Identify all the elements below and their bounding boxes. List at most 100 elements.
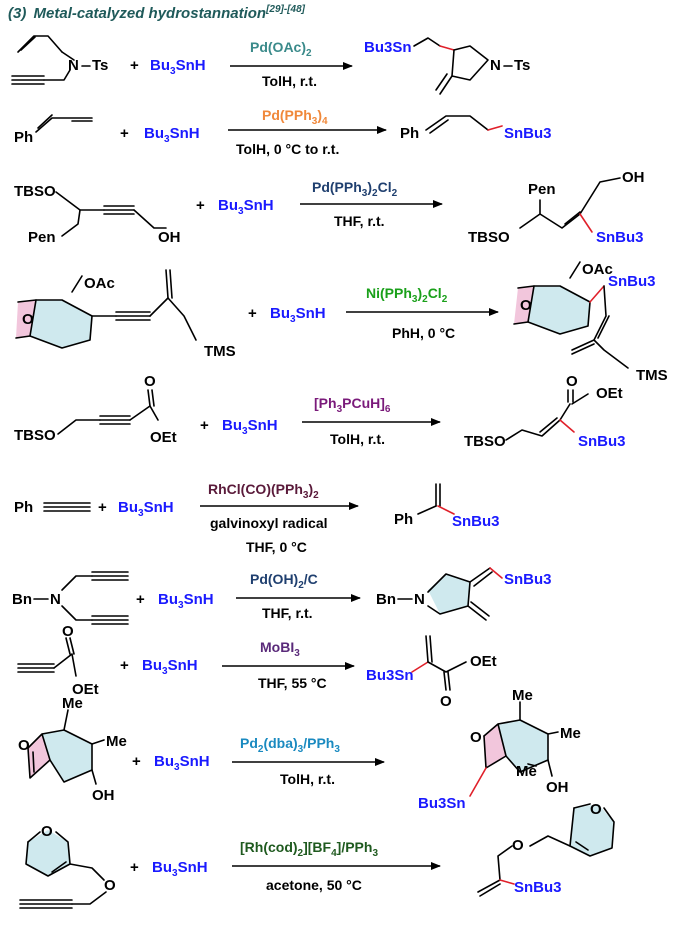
plus-sign: + — [248, 305, 257, 322]
plus-sign: + — [98, 499, 107, 516]
atom-label: Me — [106, 733, 127, 750]
reaction-row-9: Me O Me OH + Bu3SnH Pd2(dba)3/PPh3 TolH,… — [18, 687, 581, 812]
atom-label: Ph — [14, 499, 33, 516]
conditions-label: acetone, 50 °C — [266, 877, 362, 893]
ring-highlight — [428, 574, 470, 614]
catalyst-label: [Ph3PCuH]6 — [314, 395, 391, 415]
conditions-label: THF, 55 °C — [258, 675, 327, 691]
substrate-2: Ph — [14, 114, 93, 146]
tin-group-label: SnBu3 — [514, 879, 562, 896]
atom-label: Me — [516, 763, 537, 780]
ring-highlight — [528, 286, 590, 334]
atom-label: O — [440, 693, 452, 710]
product-1: Bu3Sn N Ts — [364, 37, 530, 95]
conditions-label: TolH, r.t. — [330, 431, 385, 447]
reaction-row-1: N Ts + Bu3SnH Pd(OAc)2 TolH, r.t. Bu3Sn … — [11, 35, 530, 95]
reaction-row-3: TBSO Pen OH + Bu3SnH Pd(PPh3)2Cl2 THF, r… — [14, 169, 645, 246]
catalyst-label: Pd(PPh3)2Cl2 — [312, 179, 398, 199]
reagent-bu3snh: Bu3SnH — [142, 657, 198, 677]
atom-label: TBSO — [468, 229, 510, 246]
atom-label: Bn — [12, 591, 32, 608]
plus-sign: + — [136, 591, 145, 608]
conditions-label: PhH, 0 °C — [392, 325, 455, 341]
reaction-row-2: Ph + Bu3SnH Pd(PPh3)4 TolH, 0 °C to r.t.… — [14, 107, 552, 157]
atom-label: O — [104, 877, 116, 894]
atom-label: TBSO — [14, 427, 56, 444]
catalyst-label: Pd2(dba)3/PPh3 — [240, 735, 340, 755]
atom-label: N — [414, 591, 425, 608]
catalyst-label: RhCl(CO)(PPh3)2 — [208, 481, 319, 501]
substrate-8: O OEt — [17, 623, 99, 698]
reagent-bu3snh: Bu3SnH — [270, 305, 326, 325]
ring-highlight — [26, 830, 70, 876]
reagent-bu3snh: Bu3SnH — [154, 753, 210, 773]
atom-label: Me — [560, 725, 581, 742]
plus-sign: + — [200, 417, 209, 434]
substrate-5: TBSO O OEt — [14, 373, 177, 446]
tin-group-label: Bu3Sn — [366, 667, 414, 684]
ring-highlight — [42, 730, 92, 782]
substrate-10: O O — [19, 823, 116, 909]
plus-sign: + — [120, 657, 129, 674]
tin-group-label: SnBu3 — [596, 229, 644, 246]
product-7: Bn N SnBu3 — [376, 567, 552, 621]
plus-sign: + — [130, 57, 139, 74]
substrate-3: TBSO Pen OH — [14, 183, 181, 246]
tin-group-label: SnBu3 — [608, 273, 656, 290]
atom-label: O — [512, 837, 524, 854]
catalyst-label: Pd(OH)2/C — [250, 571, 318, 591]
catalyst-label: Pd(PPh3)4 — [262, 107, 328, 127]
atom-label: Pen — [28, 229, 56, 246]
substrate-6: Ph — [14, 499, 91, 516]
atom-label: Ph — [400, 125, 419, 142]
tin-group-label: SnBu3 — [578, 433, 626, 450]
catalyst-label: Pd(OAc)2 — [250, 39, 312, 59]
atom-label: OH — [546, 779, 569, 796]
product-10: O O SnBu3 — [477, 801, 615, 897]
catalyst-label: [Rh(cod)2][BF4]/PPh3 — [240, 839, 378, 859]
atom-label: O — [520, 297, 532, 314]
atom-label: Me — [62, 695, 83, 712]
product-9: O Me Me Me OH Bu3Sn — [418, 687, 581, 812]
reaction-row-6: Ph + Bu3SnH RhCl(CO)(PPh3)2 galvinoxyl r… — [14, 481, 500, 555]
atom-label: O — [590, 801, 602, 818]
product-2: Ph SnBu3 — [400, 115, 552, 142]
conditions-label: THF, r.t. — [262, 605, 313, 621]
plus-sign: + — [132, 753, 141, 770]
atom-label: N — [50, 591, 61, 608]
tin-group-label: SnBu3 — [504, 125, 552, 142]
reagent-bu3snh: Bu3SnH — [218, 197, 274, 217]
reaction-row-5: TBSO O OEt + Bu3SnH [Ph3PCuH]6 TolH, r.t… — [14, 373, 626, 450]
conditions-label: TolH, r.t. — [280, 771, 335, 787]
ring-highlight — [30, 300, 92, 348]
atom-label: O — [22, 311, 34, 328]
conditions-label: TolH, r.t. — [262, 73, 317, 89]
atom-label: TBSO — [14, 183, 56, 200]
product-5: O OEt TBSO SnBu3 — [464, 373, 626, 450]
reagent-bu3snh: Bu3SnH — [150, 57, 206, 77]
atom-label: Pen — [528, 181, 556, 198]
atom-label: TMS — [204, 343, 236, 360]
atom-label: O — [18, 737, 30, 754]
atom-label: Ph — [14, 129, 33, 146]
tin-group-label: Bu3Sn — [364, 39, 412, 56]
catalyst-label: Ni(PPh3)2Cl2 — [366, 285, 448, 305]
atom-label: Ph — [394, 511, 413, 528]
reaction-row-10: O O + Bu3SnH [Rh(cod)2][BF4]/PPh3 aceton… — [19, 801, 615, 909]
plus-sign: + — [120, 125, 129, 142]
atom-label: OAc — [582, 261, 613, 278]
conditions-label: THF, 0 °C — [246, 539, 307, 555]
atom-label: TMS — [636, 367, 668, 384]
scheme-title: (3) Metal-catalyzed hydrostannation[29]-… — [8, 4, 306, 22]
atom-label: TBSO — [464, 433, 506, 450]
atom-label: N — [490, 57, 501, 74]
reaction-row-4: OAc O TMS + Bu3SnH Ni(PPh3)2Cl2 PhH, 0 °… — [15, 261, 668, 384]
conditions-label: TolH, 0 °C to r.t. — [236, 141, 339, 157]
atom-label: O — [566, 373, 578, 390]
conditions-label: THF, r.t. — [334, 213, 385, 229]
atom-label: OH — [158, 229, 181, 246]
plus-sign: + — [196, 197, 205, 214]
reagent-bu3snh: Bu3SnH — [144, 125, 200, 145]
plus-sign: + — [130, 859, 139, 876]
